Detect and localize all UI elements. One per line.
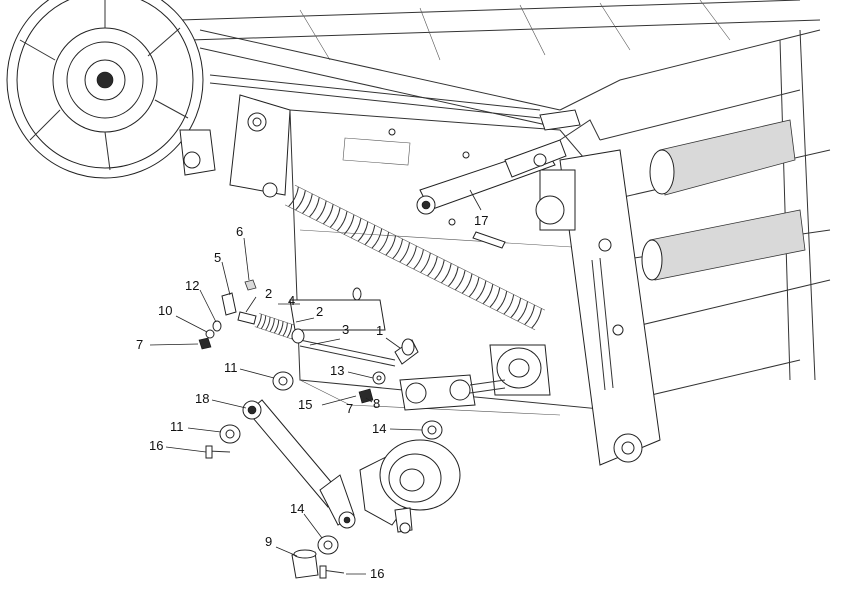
callout-3: 3	[342, 322, 349, 337]
leader-15	[321, 395, 357, 406]
callout-10: 10	[158, 303, 172, 318]
callout-1: 1	[376, 323, 383, 338]
leader-8	[365, 397, 373, 403]
exploded-washers	[219, 371, 443, 555]
callout-18: 18	[195, 391, 209, 406]
leader-18	[211, 399, 247, 409]
callout-12: 12	[185, 278, 199, 293]
callout-leaders	[149, 189, 482, 575]
leader-17	[469, 189, 482, 211]
callout-17: 17	[474, 213, 488, 228]
callout-6: 6	[236, 224, 243, 239]
callout-11a: 11	[224, 360, 238, 375]
callout-14b: 14	[290, 501, 304, 516]
callout-7a: 7	[136, 337, 143, 352]
callout-7b: 7	[346, 401, 353, 416]
leader-11b	[187, 427, 222, 433]
callout-15: 15	[298, 397, 312, 412]
callout-9: 9	[265, 534, 272, 549]
bearing-assembly	[399, 344, 551, 411]
leader-16a	[165, 446, 207, 453]
leader-12	[199, 289, 217, 323]
callout-16b: 16	[370, 566, 384, 581]
leader-2b	[295, 317, 315, 323]
leader-1	[385, 337, 401, 349]
leader-10	[175, 315, 208, 333]
callout-16a: 16	[149, 438, 163, 453]
callout-11b: 11	[170, 419, 184, 434]
callout-2a: 2	[265, 286, 272, 301]
leader-5	[221, 261, 231, 296]
callout-4: 4	[288, 293, 295, 308]
callout-8: 8	[373, 396, 380, 411]
leader-14b	[303, 513, 323, 539]
callout-labels: 6 5 12 2 4 2 10 7 3 1 11 13 18 15 7 8 11…	[136, 213, 488, 581]
drive-wheel	[6, 0, 216, 179]
callout-2b: 2	[316, 304, 323, 319]
leader-11a	[239, 368, 275, 379]
main-spring	[284, 184, 546, 331]
leader-13	[347, 371, 374, 379]
lower-cylinder	[242, 399, 356, 529]
callout-13: 13	[330, 363, 344, 378]
leader-3	[309, 338, 341, 346]
exploded-parts-left	[198, 279, 386, 350]
callout-5: 5	[214, 250, 221, 265]
leader-14a	[389, 428, 423, 431]
leader-9	[275, 546, 298, 557]
tension-rod	[299, 338, 419, 367]
leader-7a	[149, 343, 199, 346]
leader-2a	[245, 296, 257, 313]
pins-and-bushing	[205, 445, 345, 579]
upper-cylinder	[416, 109, 601, 215]
machine-frame	[179, 0, 831, 466]
callout-14a: 14	[372, 421, 386, 436]
leader-6	[243, 237, 250, 281]
pulley-tensioner	[359, 439, 461, 534]
